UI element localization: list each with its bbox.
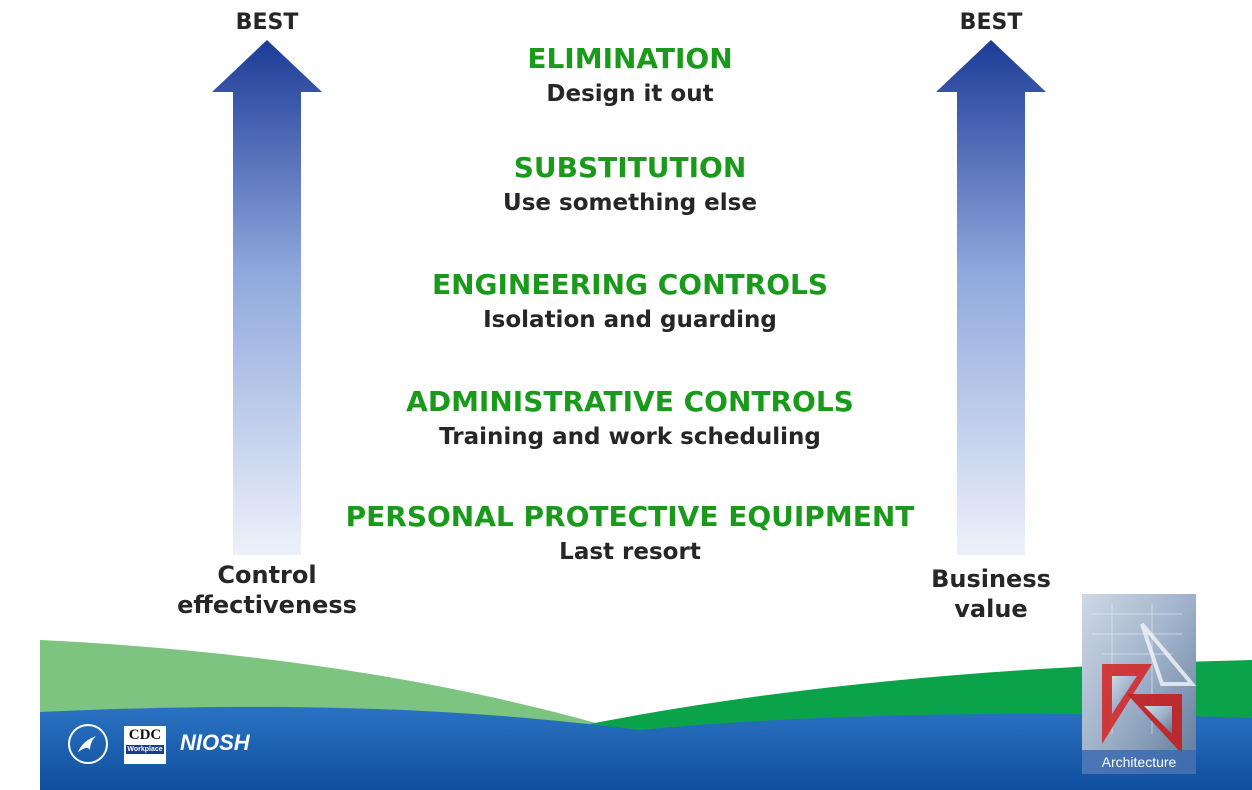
level-engineering-controls: ENGINEERING CONTROLS Isolation and guard…	[300, 268, 960, 338]
architecture-label: Architecture	[1101, 754, 1177, 770]
level-title: PERSONAL PROTECTIVE EQUIPMENT	[345, 500, 915, 533]
level-subtitle: Use something else	[503, 190, 757, 216]
cdc-logo-text: CDC	[128, 727, 162, 743]
architecture-drafting-icon	[1082, 594, 1196, 774]
niosh-logo: NIOSH	[180, 730, 250, 755]
cdc-logo-subtext: Workplace	[126, 745, 164, 754]
right-arrow-icon	[936, 40, 1046, 555]
left-best-label: BEST	[235, 10, 299, 35]
right-axis-label: Business value	[905, 564, 1077, 624]
right-axis-label-line1: Business	[931, 565, 1051, 593]
left-arrow-icon	[212, 40, 322, 555]
level-administrative-controls: ADMINISTRATIVE CONTROLS Training and wor…	[300, 385, 960, 455]
level-substitution: SUBSTITUTION Use something else	[300, 151, 960, 221]
level-subtitle: Last resort	[559, 539, 701, 565]
level-title: ADMINISTRATIVE CONTROLS	[406, 385, 854, 418]
level-subtitle: Training and work scheduling	[439, 424, 821, 450]
cdc-logo: CDC Workplace	[124, 726, 166, 764]
right-best-label: BEST	[959, 10, 1023, 35]
level-subtitle: Isolation and guarding	[483, 307, 777, 333]
level-ppe: PERSONAL PROTECTIVE EQUIPMENT Last resor…	[300, 500, 960, 570]
left-axis-label-line2: effectiveness	[177, 591, 357, 619]
left-axis-label-line1: Control	[217, 561, 317, 589]
footer-waves	[40, 640, 1252, 790]
architecture-image: Architecture	[1082, 594, 1196, 774]
level-title: ENGINEERING CONTROLS	[431, 268, 829, 301]
left-axis-label: Control effectiveness	[160, 560, 374, 620]
level-title: SUBSTITUTION	[513, 151, 747, 184]
right-axis-label-line2: value	[954, 595, 1028, 623]
level-title: ELIMINATION	[527, 42, 733, 75]
level-elimination: ELIMINATION Design it out	[300, 42, 960, 112]
hhs-eagle-shape	[78, 736, 96, 752]
level-subtitle: Design it out	[546, 81, 714, 107]
hhs-eagle-icon	[68, 724, 108, 764]
